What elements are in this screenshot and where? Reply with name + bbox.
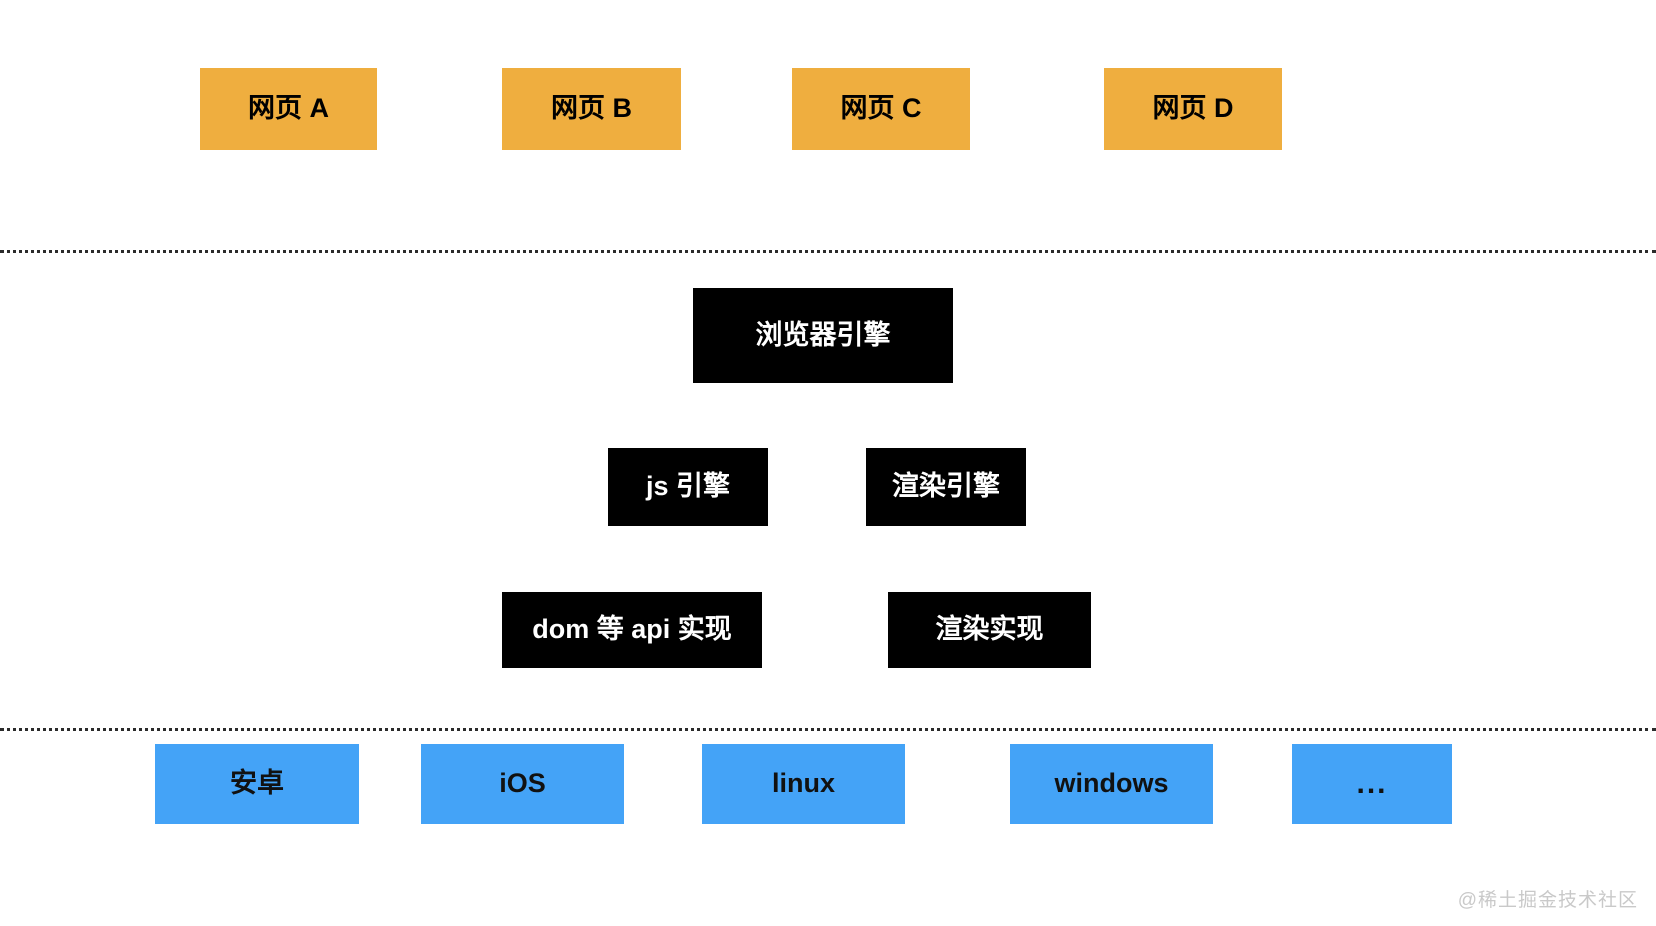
divider-engines-os — [0, 728, 1656, 731]
page-box-2: 网页 B — [502, 68, 681, 150]
engine-box-3: 渲染引擎 — [866, 448, 1026, 526]
engine-box-4: dom 等 api 实现 — [502, 592, 762, 668]
divider-pages-engines — [0, 250, 1656, 253]
engine-box-2: js 引擎 — [608, 448, 768, 526]
page-box-4: 网页 D — [1104, 68, 1282, 150]
os-box-3: linux — [702, 744, 905, 824]
engine-box-5: 渲染实现 — [888, 592, 1091, 668]
os-box-2: iOS — [421, 744, 624, 824]
watermark: @稀土掘金技术社区 — [1457, 890, 1638, 911]
page-box-3: 网页 C — [792, 68, 970, 150]
os-box-4: windows — [1010, 744, 1213, 824]
page-box-1: 网页 A — [200, 68, 377, 150]
engine-box-1: 浏览器引擎 — [693, 288, 953, 383]
os-box-1: 安卓 — [155, 744, 359, 824]
os-box-5: ... — [1292, 744, 1452, 824]
